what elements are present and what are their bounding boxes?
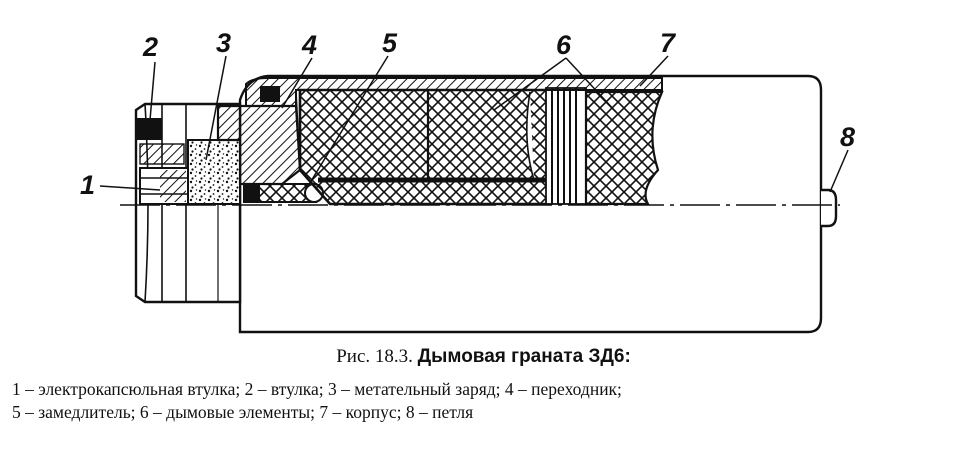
- caption-title: Дымовая граната ЗД6:: [417, 346, 631, 367]
- figure-caption: Рис. 18.3. Дымовая граната ЗД6:: [0, 346, 967, 368]
- loop: [821, 188, 838, 228]
- legend-line-1: 1 – электрокапсюльная втулка; 2 – втулка…: [12, 379, 622, 399]
- callout-8: 8: [840, 122, 856, 152]
- propellant-charge: [187, 139, 241, 205]
- callout-5: 5: [382, 28, 398, 58]
- leader-lines: [99, 55, 849, 193]
- housing-wall: [245, 77, 663, 107]
- legend: 1 – электрокапсюльная втулка; 2 – втулка…: [12, 378, 957, 424]
- delay-element: [243, 183, 324, 203]
- callout-4: 4: [302, 30, 318, 60]
- smoke-elements: [298, 87, 664, 206]
- callout-7: 7: [660, 28, 676, 58]
- callout-1: 1: [80, 170, 96, 200]
- grenade-svg: [99, 55, 849, 334]
- caption-prefix: Рис. 18.3.: [336, 346, 418, 367]
- grenade-section-drawing: 1 2 3 4 5 6 7 8: [80, 28, 856, 334]
- callout-3: 3: [216, 28, 232, 58]
- callout-6: 6: [556, 30, 572, 60]
- legend-line-2: 5 – замедлитель; 6 – дымовые элементы; 7…: [12, 402, 474, 422]
- callout-2: 2: [143, 32, 159, 62]
